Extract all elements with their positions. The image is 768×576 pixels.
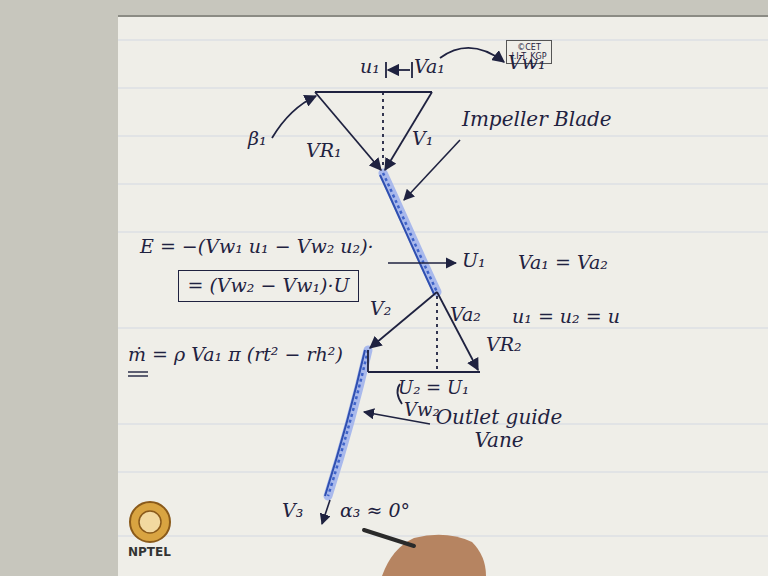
handwritten-label: α₃ ≈ 0° [340,500,410,522]
nptel-logo [130,502,170,542]
handwritten-label: β₁ [248,128,267,150]
double-underline [128,372,148,376]
ruled-line [118,232,768,233]
underline [128,375,148,376]
tick [385,62,387,78]
handwritten-label: ṁ = ρ Va₁ π (rt² − rh²) [128,344,343,366]
sheet-edge [118,15,768,17]
beta-pointer [272,96,316,138]
u1-arrow [388,69,410,71]
handwritten-label: u₁ [360,56,380,78]
tick [367,350,369,372]
exit-velocity-arrow [322,500,330,524]
handwritten-label: E = −(Vw₁ u₁ − Vw₂ u₂)· [140,236,374,258]
impeller-blade-shade [383,173,437,292]
logo-ring [130,502,170,542]
handwritten-label: VR₁ [306,140,342,162]
axial-component-line [382,92,384,168]
ruled-line [118,88,768,89]
handwritten-label: Va₁ [414,56,445,78]
absolute-velocity-arrow [370,292,437,348]
handwritten-label: V₂ [370,298,391,320]
ruled-line [118,328,768,329]
leaders [322,140,460,524]
handwritten-label: Vw₂ [404,400,440,421]
handwritten-label: Va₂ [450,304,481,326]
handwritten-label: U₂ = U₁ [398,378,469,399]
handwritten-label: U₁ [462,250,486,272]
tick [411,62,413,78]
impeller-blade [380,175,434,294]
ruled-line [118,472,768,473]
guide-vane [325,350,365,496]
handwritten-label: Vw₁ [508,52,546,74]
paper-sheet [118,16,768,576]
handwritten-label: Outlet guide Vane [424,406,574,452]
ruled-line [118,40,768,41]
logo-caption: NPTEL [128,546,171,560]
ruled-line [118,184,768,185]
pen [364,530,414,546]
handwritten-label: V₃ [282,500,303,522]
box-text: = (Vw₂ − Vw₁)·U [187,275,350,297]
presenter-hand [364,530,486,576]
result-box: = (Vw₂ − Vw₁)·U [178,270,359,302]
outlet-triangle [368,292,480,404]
underline [128,371,148,372]
logo-core [139,511,161,533]
handwritten-label: u₁ = u₂ = u [512,306,620,328]
ruled-line [118,136,768,137]
handwritten-label: Va₁ = Va₂ [518,252,608,274]
whirl-pointer [440,48,504,62]
guide-vane-shade [328,350,368,496]
handwritten-label: V₁ [412,128,433,150]
handwritten-label: VR₂ [486,334,522,356]
rotation-arrow [388,262,456,264]
blade-speed-line [315,91,432,93]
impeller-blade-hatch [383,173,437,292]
axial-component-line [436,296,438,370]
guide-vane-hatch [328,350,368,496]
blade-speed-line [368,371,480,373]
ruled-lines [118,40,768,536]
handwritten-label: Impeller Blade [462,108,612,131]
